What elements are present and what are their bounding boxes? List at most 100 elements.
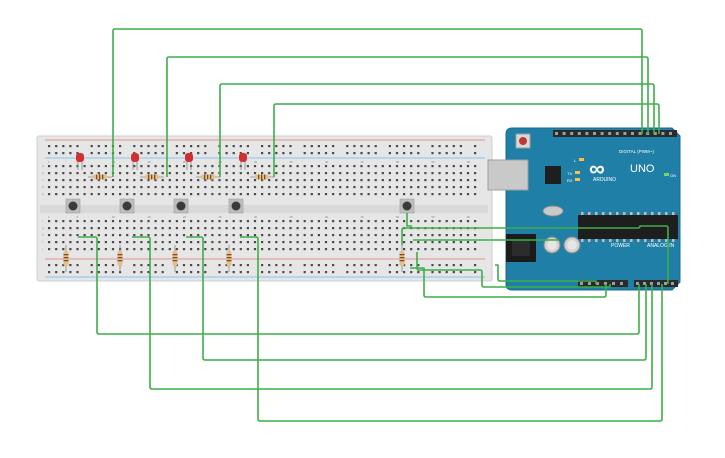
- breadboard-hole: [211, 193, 214, 196]
- breadboard-hole: [452, 145, 455, 148]
- breadboard-hole: [204, 220, 207, 223]
- breadboard-hole: [317, 234, 320, 237]
- resistor[interactable]: [226, 251, 232, 266]
- breadboard-hole: [353, 264, 356, 267]
- breadboard-hole: [239, 152, 242, 155]
- breadboard-hole: [69, 271, 72, 274]
- breadboard-hole: [474, 186, 477, 189]
- breadboard-hole: [104, 152, 107, 155]
- breadboard-hole: [353, 179, 356, 182]
- breadboard-hole: [104, 186, 107, 189]
- breadboard-hole: [232, 179, 235, 182]
- breadboard-hole: [62, 271, 65, 274]
- wire[interactable]: [112, 28, 643, 177]
- breadboard-hole: [459, 234, 462, 237]
- breadboard-hole: [261, 145, 264, 148]
- breadboard-hole: [374, 172, 377, 175]
- breadboard-hole: [403, 248, 406, 251]
- wire[interactable]: [406, 213, 412, 227]
- breadboard-hole: [140, 227, 143, 230]
- led[interactable]: [239, 153, 247, 162]
- breadboard-hole: [268, 193, 271, 196]
- breadboard-hole: [246, 152, 249, 155]
- chip-pin: [623, 239, 626, 242]
- breadboard-hole: [48, 186, 51, 189]
- breadboard-hole: [310, 220, 313, 223]
- breadboard-hole: [97, 227, 100, 230]
- wire[interactable]: [219, 83, 655, 177]
- breadboard-hole: [111, 271, 115, 274]
- breadboard-hole: [90, 234, 93, 237]
- breadboard-hole: [211, 172, 214, 175]
- breadboard-hole: [119, 271, 122, 274]
- wire[interactable]: [410, 267, 607, 298]
- breadboard-hole: [154, 186, 157, 189]
- arduino-infinity-logo-icon: ∞: [589, 156, 605, 181]
- breadboard-hole: [48, 179, 51, 182]
- breadboard-hole: [289, 193, 292, 196]
- breadboard-hole: [261, 241, 264, 244]
- pushbutton-cap: [402, 201, 412, 211]
- wire[interactable]: [240, 236, 663, 422]
- led[interactable]: [76, 153, 84, 162]
- breadboard-hole: [175, 271, 178, 274]
- breadboard-hole: [403, 152, 406, 155]
- header-pin: [631, 132, 634, 135]
- breadboard-hole: [332, 248, 335, 251]
- resistor[interactable]: [117, 251, 123, 266]
- chip-pin: [588, 212, 591, 215]
- breadboard-hole: [332, 227, 335, 230]
- breadboard-hole: [282, 165, 285, 168]
- breadboard-hole: [452, 264, 455, 267]
- breadboard-hole: [253, 241, 257, 244]
- breadboard-hole: [452, 179, 455, 182]
- resistor[interactable]: [172, 251, 178, 266]
- breadboard-hole: [232, 172, 235, 175]
- breadboard-hole: [459, 220, 462, 223]
- arduino-uno-board[interactable]: DIGITAL (PWM~) L TX RX ON ∞ ARDUINO UNO …: [487, 127, 681, 291]
- column-number: 10: [112, 215, 116, 219]
- arduino-pcb[interactable]: [505, 127, 681, 291]
- breadboard-hole: [168, 193, 171, 196]
- breadboard-hole: [175, 172, 178, 175]
- breadboard-hole: [332, 172, 335, 175]
- breadboard-hole: [417, 220, 420, 223]
- breadboard-hole: [367, 241, 370, 244]
- breadboard[interactable]: 1155101015152020252530303535404045455050…: [36, 135, 493, 282]
- resistor[interactable]: [63, 251, 69, 266]
- wire[interactable]: [78, 236, 640, 335]
- breadboard-hole: [126, 172, 129, 175]
- wire[interactable]: [273, 103, 660, 177]
- resistor[interactable]: [399, 251, 405, 266]
- wire[interactable]: [186, 236, 647, 361]
- breadboard-hole: [147, 193, 150, 196]
- wire[interactable]: [132, 236, 653, 390]
- breadboard-hole: [218, 234, 221, 237]
- breadboard-hole: [353, 241, 356, 244]
- breadboard-hole: [218, 264, 221, 267]
- breadboard-hole: [346, 186, 349, 189]
- wire[interactable]: [495, 264, 597, 284]
- wire[interactable]: [166, 56, 649, 177]
- header-pin: [585, 132, 589, 135]
- chip-pin: [616, 239, 619, 242]
- led[interactable]: [185, 153, 193, 162]
- breadboard-hole: [69, 241, 72, 244]
- breadboard-hole: [332, 234, 335, 237]
- breadboard-hole: [197, 220, 200, 223]
- row-letter: j: [41, 247, 43, 251]
- wire[interactable]: [401, 225, 669, 284]
- breadboard-hole: [296, 186, 299, 189]
- breadboard-hole: [360, 179, 363, 182]
- breadboard-hole: [275, 227, 278, 230]
- breadboard-hole: [417, 264, 420, 267]
- wire[interactable]: [416, 252, 611, 288]
- breadboard-hole: [303, 264, 306, 267]
- breadboard-hole: [62, 193, 65, 196]
- breadboard-hole: [339, 172, 342, 175]
- led[interactable]: [131, 153, 139, 162]
- breadboard-hole: [90, 220, 93, 223]
- breadboard-hole: [204, 234, 207, 237]
- breadboard-hole: [197, 248, 200, 251]
